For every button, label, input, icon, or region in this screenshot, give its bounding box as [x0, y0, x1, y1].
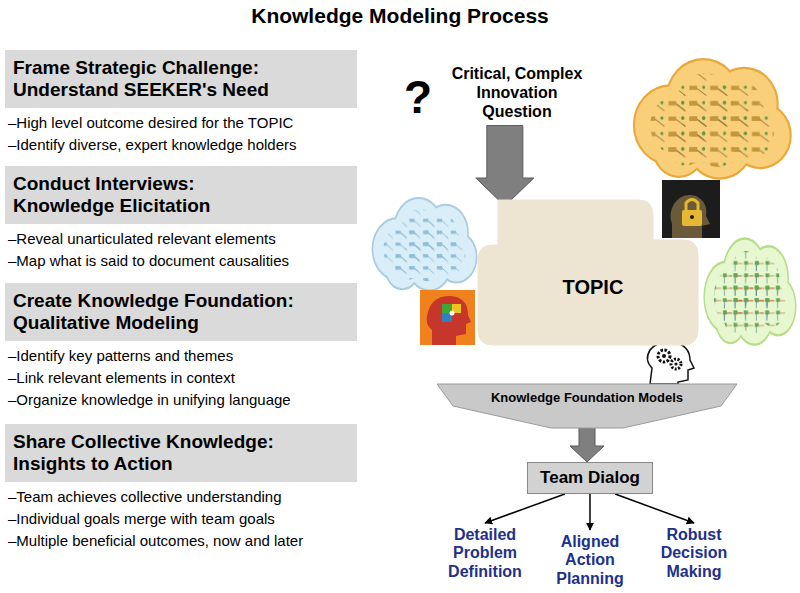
puzzle-head-icon: [420, 290, 475, 345]
question-text-label: Critical, Complex Innovation Question: [441, 64, 593, 122]
knowledge-cloud: [635, 60, 790, 177]
bullet-point: –Team achieves collective understanding: [8, 488, 282, 505]
outcome-text-label: Detailed Problem Definition: [437, 526, 533, 581]
outcome-text: Robust Decision Making: [648, 526, 740, 581]
gear-head-icon: [647, 342, 694, 384]
bullet-point: –Map what is said to document causalitie…: [8, 252, 289, 269]
outcome-text: Detailed Problem Definition: [437, 526, 533, 581]
topic-shape-outline: [478, 200, 698, 345]
outcome-text-label: Robust Decision Making: [648, 526, 740, 581]
topic-shape-label: TOPIC: [553, 246, 624, 299]
bullet-point: –High level outcome desired for the TOPI…: [8, 114, 293, 131]
knowledge-cloud: [705, 240, 795, 344]
arrow-connector: [485, 494, 565, 523]
block-arrow: [570, 427, 604, 462]
step-header-band-label: Conduct Interviews: Knowledge Elicitatio…: [13, 173, 283, 217]
question-mark: ?: [404, 70, 432, 124]
team-dialog-box: Team Dialog: [527, 462, 653, 494]
step-header-band-label: Create Knowledge Foundation: Qualitative…: [13, 290, 343, 334]
bullet-point: –Link relevant elements in context: [8, 369, 235, 386]
outcome-text: Aligned Action Planning: [547, 533, 633, 588]
bullet-point: –Organize knowledge in unifying language: [8, 391, 291, 408]
question-text: Critical, Complex Innovation Question: [441, 64, 593, 122]
funnel-shape-label: Knowledge Foundation Models: [437, 384, 737, 405]
bullet-point: –Multiple beneficial outcomes, now and l…: [8, 532, 303, 549]
funnel-shape-outline-path: [437, 384, 737, 428]
bullet-point: –Reveal unarticulated relevant elements: [8, 230, 276, 247]
knowledge-cloud: [373, 199, 476, 289]
step-header-band: Create Knowledge Foundation: Qualitative…: [5, 283, 357, 341]
outcome-text-label: Aligned Action Planning: [547, 533, 633, 588]
topic-shape-outline-path: [478, 200, 698, 345]
step-header-band-label: Share Collective Knowledge: Insights to …: [13, 431, 343, 475]
bullet-point: –Identify key patterns and themes: [8, 347, 233, 364]
arrow-connector: [589, 494, 591, 530]
diagram-title: Knowledge Modeling Process: [0, 4, 800, 28]
bullet-point: –Individual goals merge with team goals: [8, 510, 275, 527]
topic-shape: TOPIC: [478, 200, 698, 345]
lock-icon: [662, 180, 720, 238]
arrow-connector: [615, 494, 694, 523]
step-header-band: Conduct Interviews: Knowledge Elicitatio…: [5, 166, 357, 224]
step-header-band-label: Frame Strategic Challenge: Understand SE…: [13, 57, 343, 101]
block-arrow: [476, 126, 534, 206]
step-header-band: Frame Strategic Challenge: Understand SE…: [5, 50, 357, 108]
step-header-band: Share Collective Knowledge: Insights to …: [5, 424, 357, 482]
team-dialog-box-label: Team Dialog: [540, 468, 640, 488]
bullet-point: –Identify diverse, expert knowledge hold…: [8, 136, 297, 153]
funnel-shape: Knowledge Foundation Models: [437, 384, 737, 428]
